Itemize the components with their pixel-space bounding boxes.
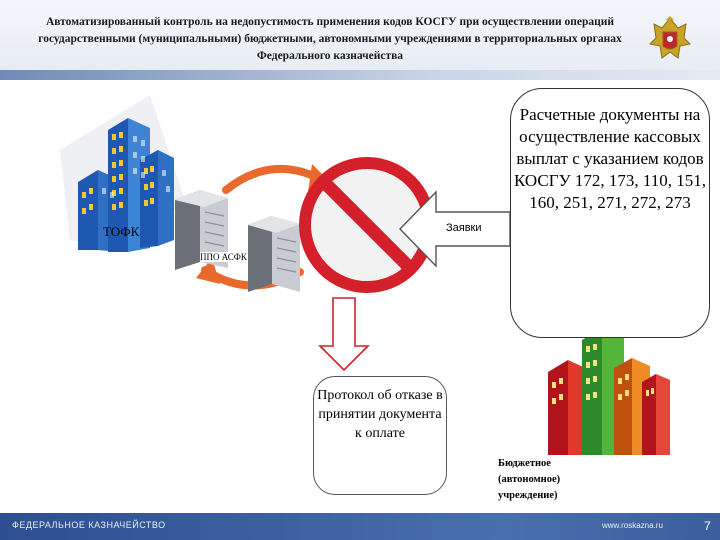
slide-footer: ФЕДЕРАЛЬНОЕ КАЗНАЧЕЙСТВО www.roskazna.ru <box>0 513 720 540</box>
server-right-icon <box>248 216 300 292</box>
slide-header <box>0 0 720 80</box>
zayavki-label: Заявки <box>446 222 482 234</box>
institution-building-icon <box>548 328 670 455</box>
server-left-icon <box>175 190 228 270</box>
institution-label: Бюджетное (автономное) учреждение) <box>498 458 561 501</box>
documents-text: Расчетные документы на осуществление кас… <box>514 105 706 212</box>
protocol-box <box>313 376 447 495</box>
protocol-text: Протокол об отказе в принятии документа … <box>317 388 443 441</box>
ppo-asfk-label: ППО АСФК <box>200 252 247 262</box>
page-number: 7 <box>704 519 711 533</box>
emblem-icon <box>648 16 692 59</box>
zayavki-arrow <box>399 190 511 268</box>
tofk-label: ТОФК <box>103 224 140 239</box>
documents-box <box>510 88 710 338</box>
header-band <box>0 70 720 80</box>
footer-website: www.roskazna.ru <box>602 521 663 530</box>
down-arrow <box>318 297 370 372</box>
tofk-building-icon <box>78 118 174 252</box>
footer-org-name: ФЕДЕРАЛЬНОЕ КАЗНАЧЕЙСТВО <box>12 520 166 530</box>
slide-title: Автоматизированный контроль на недопусти… <box>38 16 622 62</box>
